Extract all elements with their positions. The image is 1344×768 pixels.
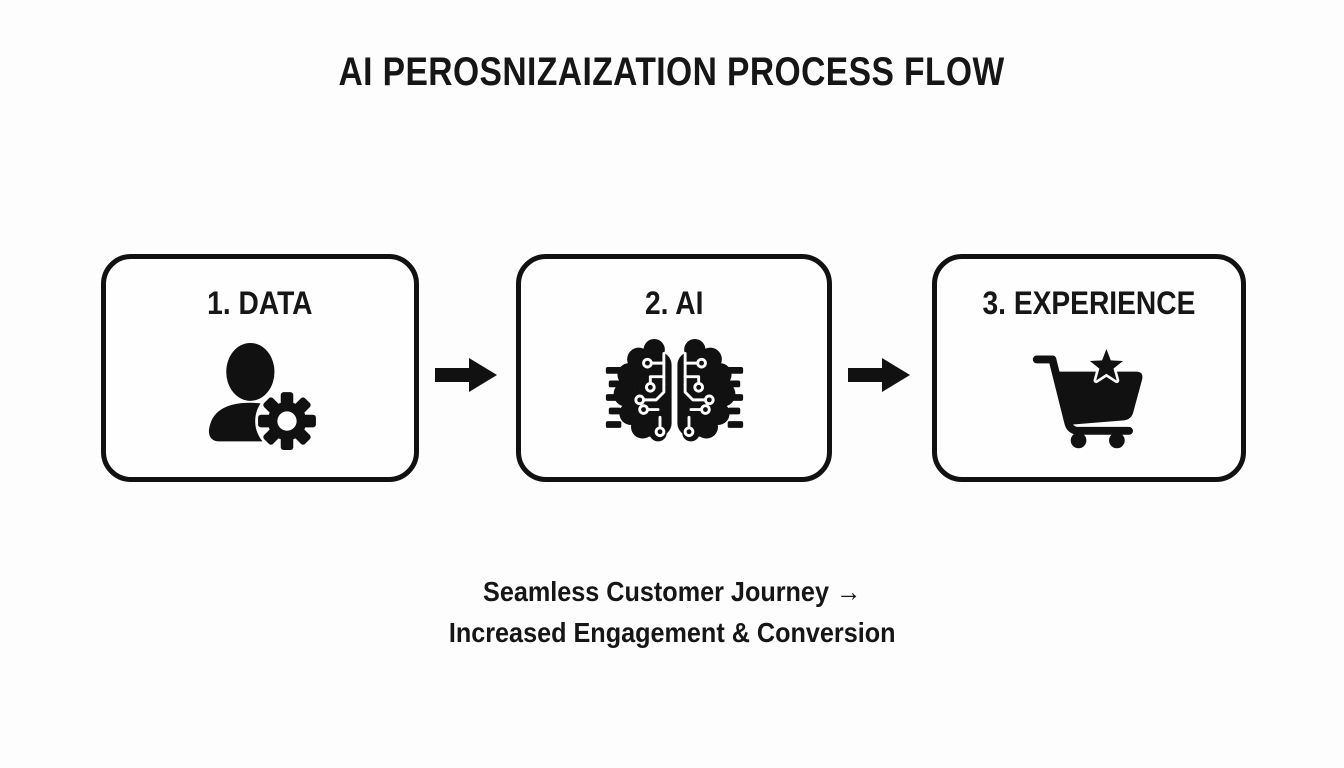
step-box-ai: 2. AI: [516, 254, 832, 482]
user-gear-icon: [202, 342, 318, 450]
caption-line-2: Increased Engagement & Conversion: [448, 617, 896, 648]
right-arrow-icon: [848, 356, 912, 394]
step-box-experience: 3. EXPERIENCE: [932, 254, 1246, 482]
page-title-text: AI PEROSNIZAIZATION PROCESS FLOW: [338, 50, 1006, 94]
brain-circuit-icon: [602, 338, 747, 454]
caption-line-1: Seamless Customer Journey →: [482, 576, 862, 607]
step-icon-wrap: [202, 314, 318, 477]
step-label-ai: 2. AI: [644, 285, 704, 321]
caption: Seamless Customer Journey → Increased En…: [0, 571, 1344, 653]
right-arrow-icon: [435, 356, 499, 394]
step-box-data: 1. DATA: [101, 254, 419, 482]
step-icon-wrap: [602, 314, 747, 477]
page-title: AI PEROSNIZAIZATION PROCESS FLOW: [0, 50, 1344, 95]
cart-star-icon: [1028, 342, 1150, 450]
step-label-data: 1. DATA: [207, 285, 313, 321]
step-icon-wrap: [1028, 314, 1150, 477]
step-label-experience: 3. EXPERIENCE: [982, 285, 1196, 321]
